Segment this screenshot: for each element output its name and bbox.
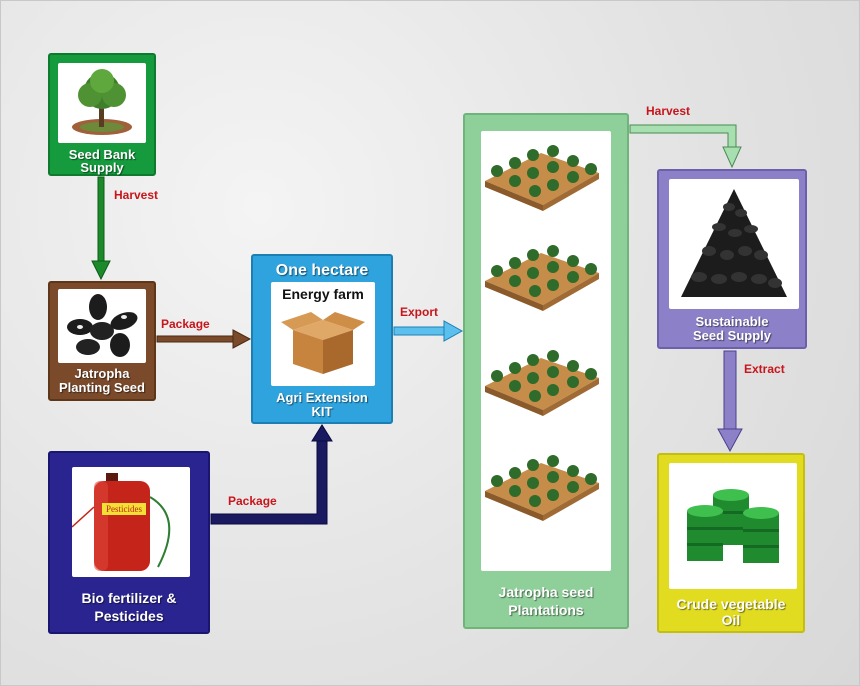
seed-bank-image-frame [58,63,146,143]
crude-vegetable-oil-node: Crude vegetable Oil [657,453,805,633]
bio-fertilizer-image-frame: Pesticides [71,467,190,577]
export-arrow [393,320,464,342]
kit-label-line2: KIT [311,404,333,419]
plantations-label-line2: Plantations [508,602,584,618]
harvest-arrow-1 [91,176,111,281]
package-label-1: Package [161,317,210,331]
extract-arrow [717,350,743,453]
harvest-label-1: Harvest [114,188,159,202]
kit-image-frame: Energy farm [271,282,375,386]
planting-seed-label-line2: Planting Seed [59,380,145,395]
harvest-label-2: Harvest [646,104,691,118]
tree-icon [72,69,132,135]
plantation-field-icon [485,145,599,521]
sustainable-seed-supply-node: Sustainable Seed Supply [657,169,807,349]
package-arrow-2 [210,424,333,525]
cardboard-box-icon [281,312,365,374]
seed-bank-label-line2: Supply [80,160,124,175]
bio-fertilizer-node: Pesticides Bio fertilizer & Pesticides [48,451,210,634]
bio-fertilizer-label-line2: Pesticides [94,608,164,624]
sustainable-label-line1: Sustainable [695,314,769,329]
package-arrow-1 [156,329,252,349]
extract-label: Extract [744,362,785,376]
seed-bank-label-line1: Seed Bank [68,147,136,162]
plantations-image-frame [481,131,611,571]
planting-seed-node: Jatropha Planting Seed [48,281,156,401]
kit-inner-title: Energy farm [282,286,364,302]
planting-seed-label-line1: Jatropha [74,366,130,381]
plantations-label-line1: Jatropha seed [498,584,594,600]
bio-fertilizer-label-line1: Bio fertilizer & [81,590,177,606]
pesticide-sprayer-icon: Pesticides [71,473,171,571]
crude-oil-label-line2: Oil [721,612,741,628]
package-label-2: Package [228,494,277,508]
seed-pile-icon [681,189,787,297]
kit-label-line1: Agri Extension [276,390,368,405]
seeds-icon [67,294,138,357]
sprayer-text: Pesticides [106,504,142,514]
planting-seed-image-frame [58,289,146,363]
sustainable-image-frame [669,179,799,309]
crude-oil-image-frame [669,463,797,589]
oil-barrels-icon [687,489,779,563]
agri-extension-kit-node: One hectare Energy farm Agri Extension K… [251,254,393,424]
kit-title: One hectare [275,262,369,279]
plantations-node: Jatropha seed Plantations [463,113,629,629]
seed-bank-supply-node: Seed Bank Supply [48,53,156,176]
export-label: Export [400,305,439,319]
harvest-arrow-2 [629,124,742,169]
sustainable-label-line2: Seed Supply [692,328,772,343]
crude-oil-label-line1: Crude vegetable [676,596,786,612]
